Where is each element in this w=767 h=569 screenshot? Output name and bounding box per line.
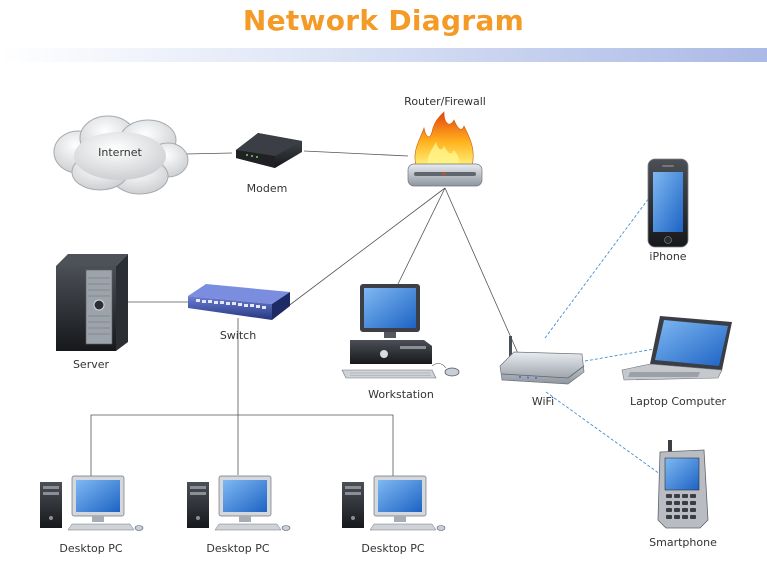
- smartphone-node[interactable]: Smartphone: [649, 440, 717, 549]
- laptop-icon: [621, 316, 732, 381]
- link-wifi-iphone: [544, 197, 650, 339]
- desktop-pc-label-3: Desktop PC: [361, 542, 424, 555]
- smartphone-label: Smartphone: [649, 536, 717, 549]
- desktop-pc-icon: [40, 475, 144, 531]
- desktop-pc-node-1[interactable]: Desktop PC: [40, 475, 144, 555]
- link-modem-router: [303, 150, 409, 157]
- switch-label: Switch: [220, 329, 256, 342]
- modem-icon: [236, 133, 302, 168]
- router-firewall-node[interactable]: Router/Firewall: [404, 95, 486, 187]
- iphone-node[interactable]: iPhone: [647, 158, 689, 263]
- link-router-switch: [286, 187, 446, 308]
- desktop-pc-node-2[interactable]: Desktop PC: [187, 475, 291, 555]
- wifi-router-icon: [499, 336, 585, 385]
- link-wifi-smartphone: [545, 391, 661, 475]
- workstation-label: Workstation: [368, 388, 434, 401]
- link-internet-modem: [185, 152, 233, 155]
- internet-node[interactable]: Internet: [53, 115, 189, 195]
- workstation-node[interactable]: Workstation: [341, 284, 460, 401]
- modem-label: Modem: [247, 182, 288, 195]
- modem-node[interactable]: Modem: [236, 133, 302, 195]
- wifi-node[interactable]: WiFi: [499, 336, 585, 408]
- laptop-node[interactable]: Laptop Computer: [621, 316, 732, 408]
- desktop-pc-icon: [187, 475, 291, 531]
- switch-node[interactable]: Switch: [188, 284, 290, 342]
- router-firewall-label: Router/Firewall: [404, 95, 486, 108]
- smartphone-icon: [657, 440, 709, 529]
- server-node[interactable]: Server: [56, 254, 128, 371]
- page-title: Network Diagram: [242, 4, 525, 37]
- switch-icon: [188, 284, 290, 320]
- iphone-label: iPhone: [649, 250, 686, 263]
- desktop-pc-icon: [342, 475, 446, 531]
- links-layer: [90, 150, 661, 476]
- desktop-pc-node-3[interactable]: Desktop PC: [342, 475, 446, 555]
- link-switch-desktops-bus: [90, 414, 394, 476]
- cloud-icon: [53, 115, 189, 195]
- phone-icon: [647, 158, 689, 248]
- link-wifi-laptop: [584, 347, 661, 362]
- server-icon: [56, 254, 128, 351]
- wifi-label: WiFi: [532, 395, 554, 408]
- title-band: [0, 48, 767, 62]
- workstation-icon: [341, 284, 460, 379]
- link-router-workstation: [397, 187, 446, 285]
- desktop-pc-label-2: Desktop PC: [206, 542, 269, 555]
- internet-label: Internet: [98, 146, 142, 159]
- firewall-icon: [407, 111, 483, 187]
- server-label: Server: [73, 358, 110, 371]
- laptop-label: Laptop Computer: [630, 395, 727, 408]
- link-router-wifi: [444, 187, 521, 359]
- desktop-pc-label-1: Desktop PC: [59, 542, 122, 555]
